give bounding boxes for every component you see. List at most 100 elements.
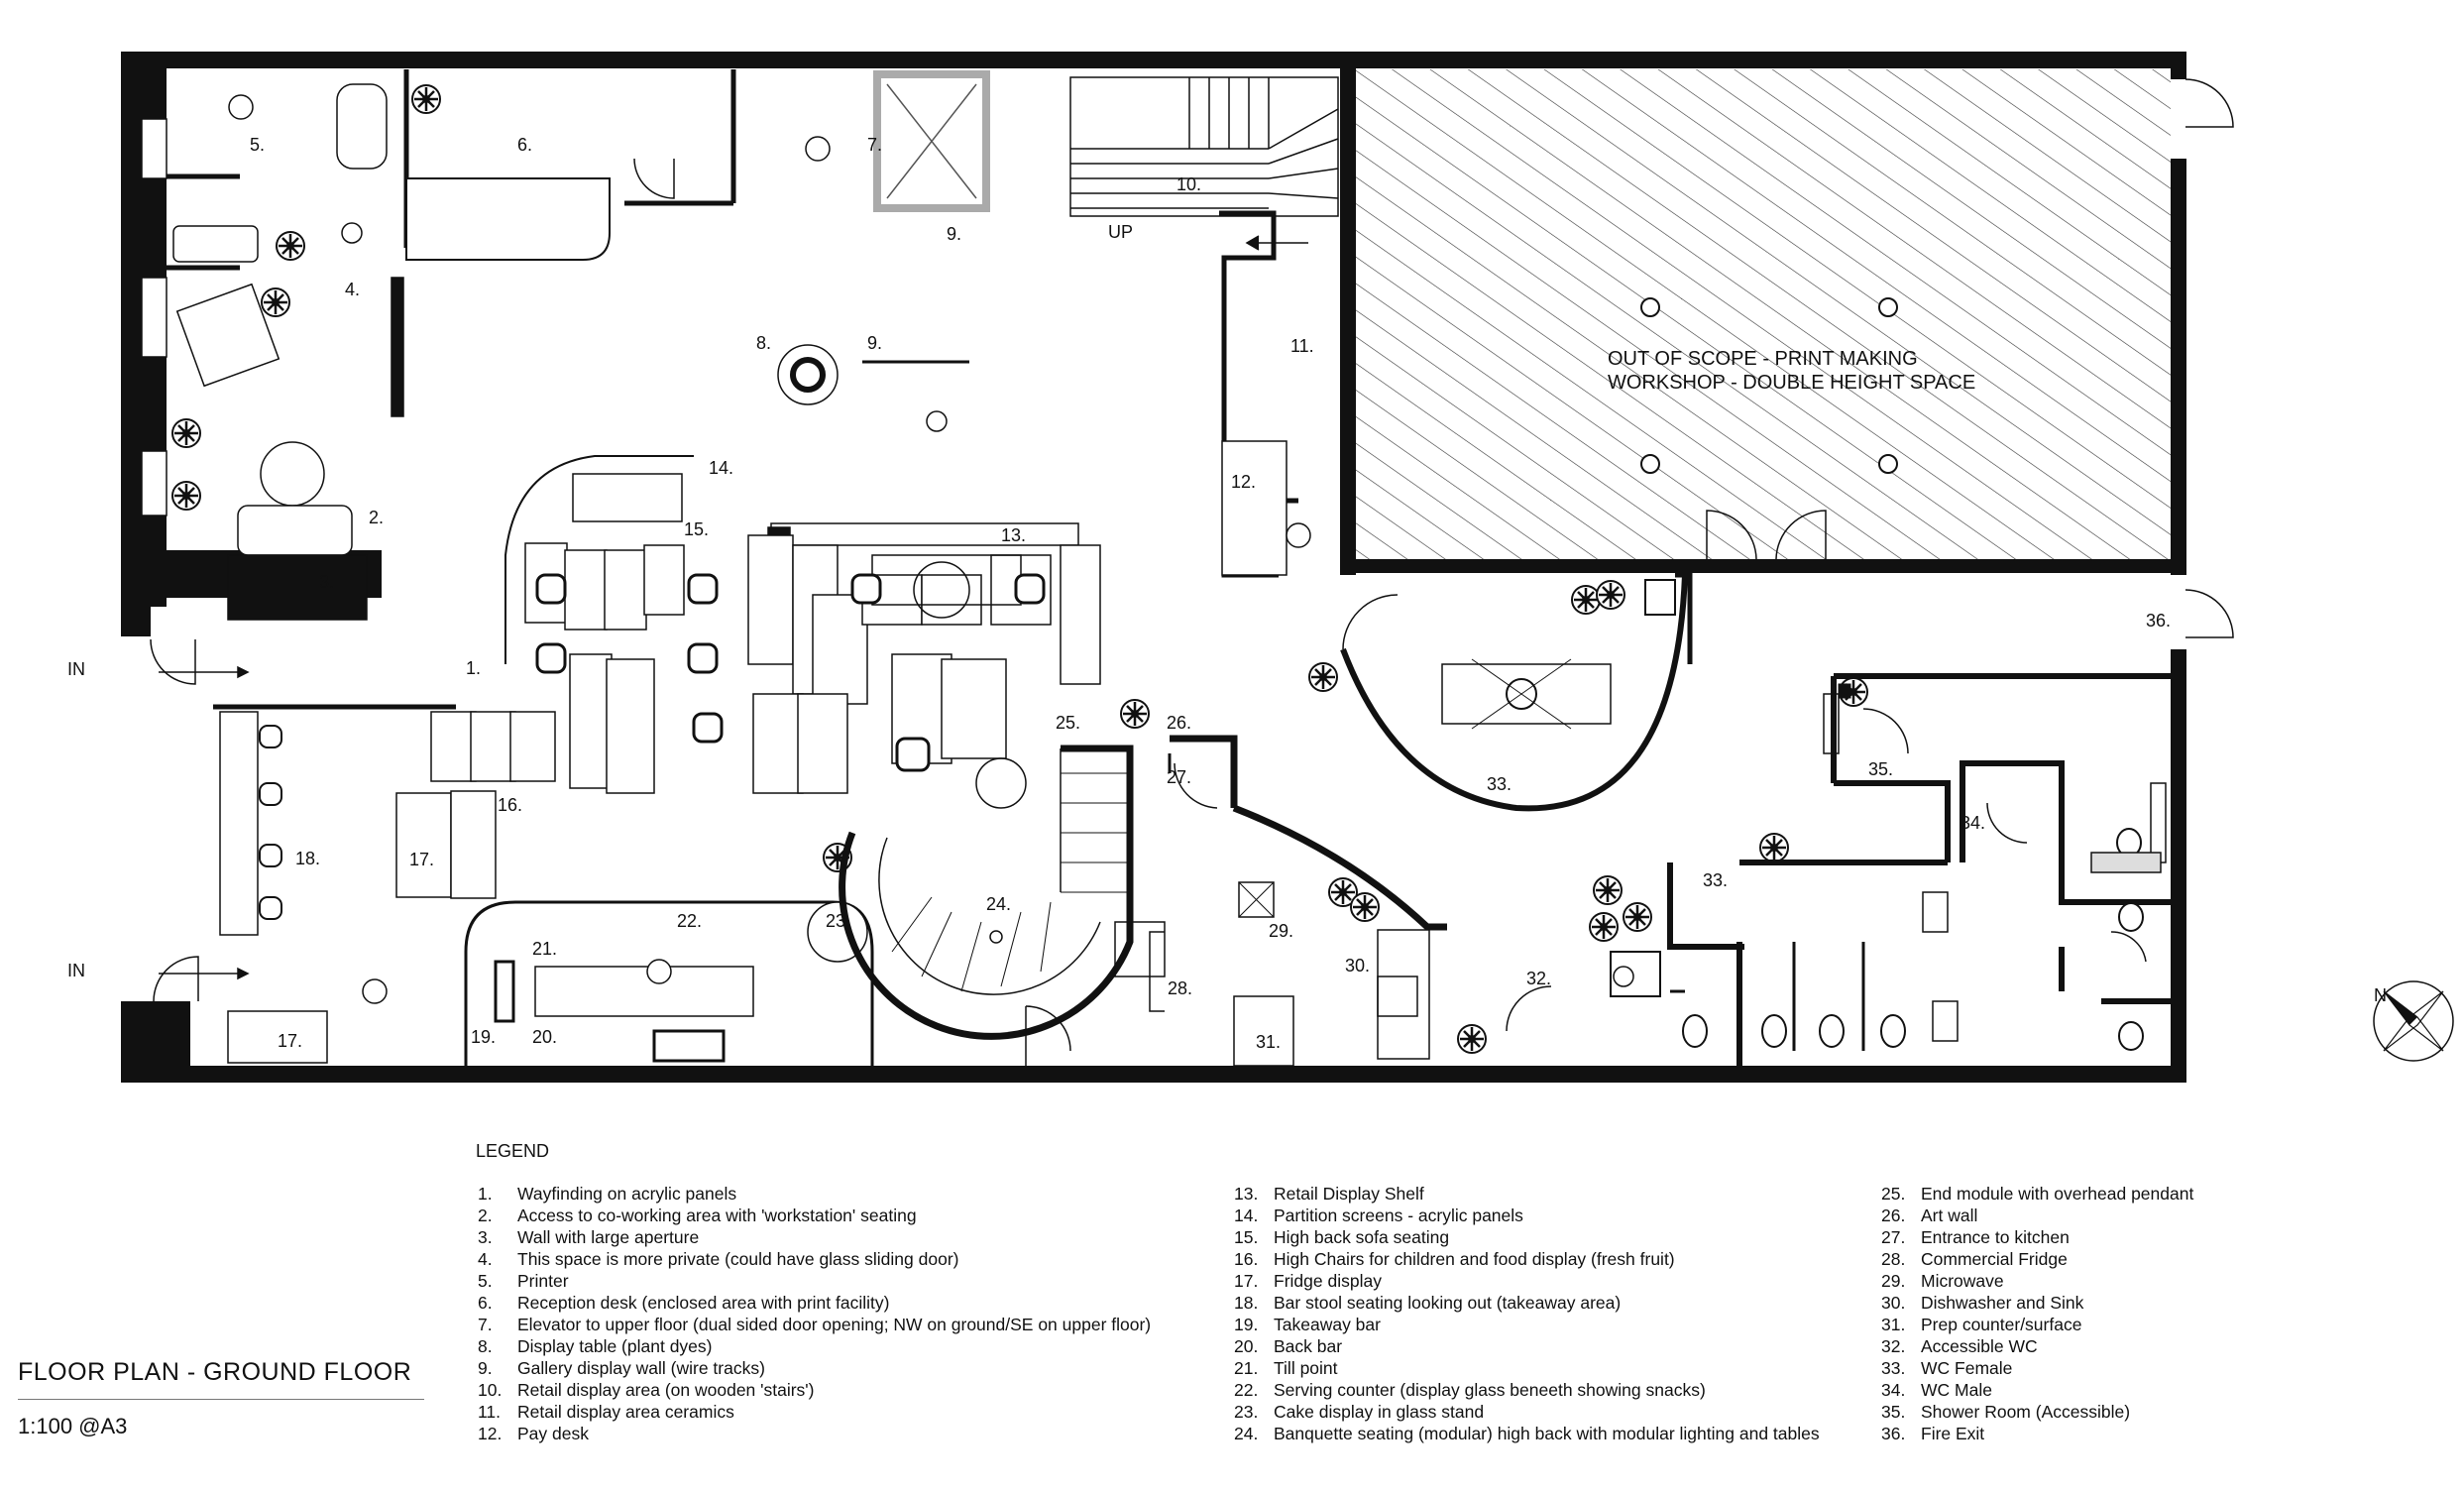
legend-item-text: Reception desk (enclosed area with print… [517,1293,890,1313]
legend-item: 5.Printer [478,1270,1151,1292]
legend-item-text: Partition screens - acrylic panels [1274,1206,1523,1225]
legend-item-number: 25. [1881,1184,1906,1204]
legend-item-text: Banquette seating (modular) high back wi… [1274,1424,1820,1443]
legend-item-text: Fire Exit [1921,1424,1985,1443]
room-number-label: 9. [867,333,882,353]
legend-item-number: 5. [478,1271,493,1291]
legend-item-number: 30. [1881,1293,1906,1313]
legend-item: 16.High Chairs for children and food dis… [1234,1248,1820,1270]
legend-item-text: End module with overhead pendant [1921,1184,2194,1204]
legend-item-number: 7. [478,1315,493,1334]
room-number-label: 4. [345,280,360,299]
drawing-scale: 1:100 @A3 [18,1414,128,1438]
legend-item: 17. Fridge display [1234,1270,1820,1292]
room-number-label: 12. [1231,472,1256,492]
legend-item-text: Back bar [1274,1336,1343,1356]
meeting-room [1340,574,1688,812]
legend-item-number: 14. [1234,1206,1259,1225]
legend-item-text: High Chairs for children and food displa… [1274,1249,1675,1269]
legend-item-number: 3. [478,1227,493,1247]
legend-item-number: 35. [1881,1402,1906,1422]
title-divider [18,1399,424,1400]
bar-stools [259,725,282,920]
room-number-label: 33. [1703,870,1728,890]
room-number-label: 3. [319,572,334,592]
legend-item-text: Bar stool seating looking out (takeaway … [1274,1293,1622,1313]
legend-item: 30. Dishwasher and Sink [1881,1292,2193,1314]
legend-item: 24.Banquette seating (modular) high back… [1234,1423,1820,1444]
room-number-label: 17. [409,850,434,869]
legend-item-number: 12. [478,1424,503,1443]
elevator [873,70,990,212]
legend-item-text: Dishwasher and Sink [1921,1293,2084,1313]
legend-item-number: 22. [1234,1380,1259,1400]
takeaway-bar [219,711,874,1066]
legend-item-number: 26. [1881,1206,1906,1225]
out-of-scope-label: OUT OF SCOPE - PRINT MAKING [1608,348,1918,370]
room-number-label: 27. [1167,767,1191,787]
kitchen-walls [1114,735,1447,1067]
stair-up-label: UP [1108,222,1133,242]
legend-item: 12. Pay desk [478,1423,1151,1444]
room-number-label: 36. [2146,611,2171,631]
windows-left [141,118,168,517]
out-of-scope-label: WORKSHOP - DOUBLE HEIGHT SPACE [1608,372,1975,394]
legend-item-text: WC Female [1921,1358,2013,1378]
legend-item-text: Display table (plant dyes) [517,1336,713,1356]
north-label: N [2374,985,2387,1005]
workshop-door [1706,510,1827,560]
room-number-label: 22. [677,911,702,931]
legend-item: 7.Elevator to upper floor (dual sided do… [478,1314,1151,1335]
legend-item: 26.Art wall [1881,1205,2193,1226]
legend-item-text: Fridge display [1274,1271,1382,1291]
print-workshop-hatch [1356,69,2171,562]
legend-item-number: 8. [478,1336,493,1356]
room-number-label: 26. [1167,713,1191,733]
legend-item: 1.Wayfinding on acrylic panels [478,1183,1151,1205]
room-number-label: 35. [1868,759,1893,779]
title-block: FLOOR PLAN - GROUND FLOOR 1:100 @A3 [18,1358,424,1439]
legend-item-text: Retail display area (on wooden 'stairs') [517,1380,815,1400]
room-number-label: 34. [1960,813,1985,833]
legend-item-number: 17. [1234,1271,1259,1291]
legend-item-text: Access to co-working area with 'workstat… [517,1206,917,1225]
legend-item-number: 31. [1881,1315,1906,1334]
legend-item: 31. Prep counter/surface [1881,1314,2193,1335]
coworking-furniture [172,83,404,621]
room-number-label: 24. [986,894,1011,914]
legend-item: 6.Reception desk (enclosed area with pri… [478,1292,1151,1314]
legend-item-text: Prep counter/surface [1921,1315,2082,1334]
legend-item-text: Accessible WC [1921,1336,2038,1356]
entrance-arrows [159,665,250,980]
legend-item-text: Pay desk [517,1424,589,1443]
legend-item-text: This space is more private (could have g… [517,1249,959,1269]
room-number-label: 16. [498,795,522,815]
room-number-label: 6. [517,135,532,155]
room-number-label: 11. [1290,336,1314,356]
legend-item-number: 34. [1881,1380,1906,1400]
legend-item-text: Retail Display Shelf [1274,1184,1424,1204]
legend-item-text: Cake display in glass stand [1274,1402,1485,1422]
legend-item: 32.Accessible WC [1881,1335,2193,1357]
legend-item: 35. Shower Room (Accessible) [1881,1401,2193,1423]
legend-item-text: Shower Room (Accessible) [1921,1402,2131,1422]
legend-item-text: Till point [1274,1358,1338,1378]
legend-item-text: WC Male [1921,1380,1992,1400]
room-number-label: 23. [826,911,850,931]
legend-item-number: 4. [478,1249,493,1269]
legend-item-number: 10. [478,1380,503,1400]
room-number-label: 2. [369,508,384,527]
entrance-label: IN [67,659,85,679]
legend-item: 27.Entrance to kitchen [1881,1226,2193,1248]
legend-item-text: Microwave [1921,1271,2004,1291]
legend-item: 20.Back bar [1234,1335,1820,1357]
legend-item: 22.Serving counter (display glass beneet… [1234,1379,1820,1401]
legend-item-number: 36. [1881,1424,1906,1443]
legend-item: 3.Wall with large aperture [478,1226,1151,1248]
legend-item-text: Takeaway bar [1274,1315,1381,1334]
room-number-label: 28. [1168,978,1192,998]
room-number-label: 29. [1269,921,1293,941]
